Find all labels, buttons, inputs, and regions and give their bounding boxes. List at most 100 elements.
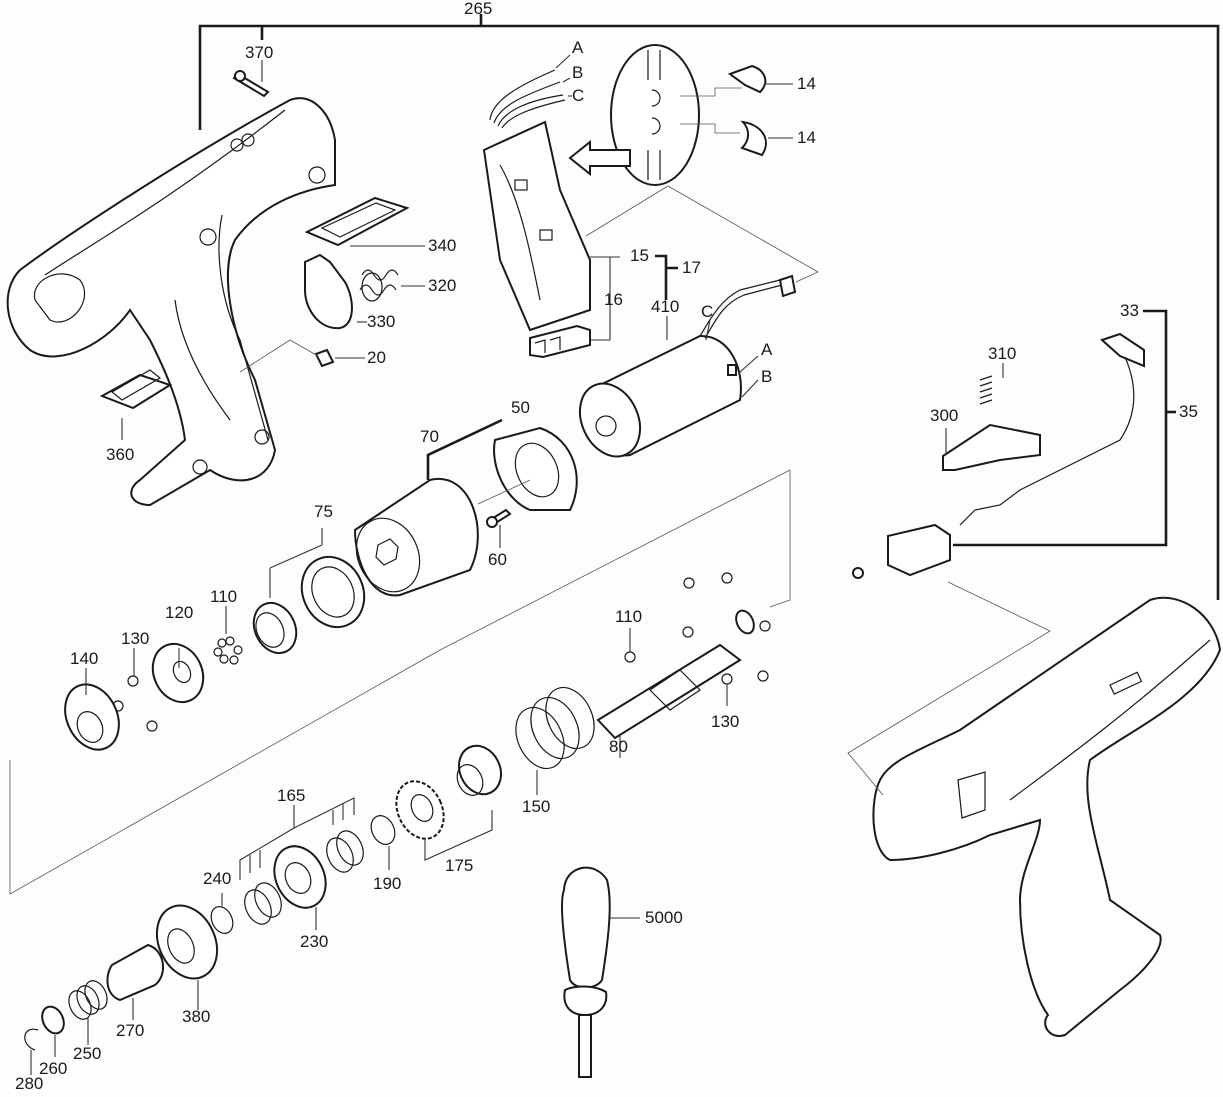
bracket-35 bbox=[953, 309, 1168, 547]
drawing-stroke bbox=[244, 889, 272, 925]
label-5000: 5000 bbox=[645, 908, 683, 927]
label-17: 17 bbox=[682, 258, 701, 277]
part-20-sleeve bbox=[239, 339, 365, 373]
drawing-stroke bbox=[219, 654, 229, 664]
drawing-stroke bbox=[234, 70, 246, 82]
part-340-cover-plate bbox=[304, 196, 425, 247]
drawing-stroke bbox=[233, 645, 243, 655]
label-120: 120 bbox=[165, 603, 194, 622]
part-75-ring bbox=[300, 555, 366, 629]
label-15: 15 bbox=[630, 246, 649, 265]
bracket-75 bbox=[269, 528, 323, 598]
drawing-stroke bbox=[199, 228, 217, 246]
part-110-balls bbox=[213, 606, 243, 665]
part-370-screw bbox=[232, 60, 270, 98]
part-14-contact-cap-upper bbox=[727, 64, 793, 94]
label-14-lower: 14 bbox=[797, 128, 816, 147]
drawing-stroke bbox=[210, 906, 234, 934]
drawing-stroke bbox=[624, 651, 636, 663]
drawing-stroke bbox=[534, 336, 561, 353]
part-270-adjusting-sleeve bbox=[106, 943, 164, 1020]
detail-view-contacts bbox=[568, 44, 742, 186]
leader-left-frame bbox=[9, 469, 791, 895]
drawing-stroke bbox=[651, 89, 661, 135]
drawing-stroke bbox=[530, 696, 580, 760]
part-50-motor-flange bbox=[493, 426, 578, 511]
drawing-stroke bbox=[375, 538, 399, 566]
drawing-stroke bbox=[872, 596, 1222, 1037]
label-300: 300 bbox=[930, 406, 959, 425]
part-320-spring bbox=[359, 269, 425, 302]
drawing-stroke bbox=[740, 120, 767, 157]
drawing-stroke bbox=[979, 375, 993, 405]
leader-motor-cable bbox=[585, 185, 819, 283]
label-16: 16 bbox=[604, 290, 623, 309]
label-70: 70 bbox=[420, 427, 439, 446]
part-240-retaining-ring bbox=[210, 893, 234, 934]
label-340: 340 bbox=[428, 236, 457, 255]
leader-right-housing bbox=[847, 581, 1051, 796]
drawing-stroke bbox=[304, 253, 353, 330]
drawing-stroke bbox=[578, 382, 642, 458]
label-110-balls: 110 bbox=[210, 587, 238, 606]
drawing-stroke bbox=[759, 620, 771, 632]
drawing-stroke bbox=[192, 459, 208, 475]
label-pcb-wire-a: A bbox=[572, 38, 584, 57]
right-housing-half bbox=[872, 596, 1222, 1037]
drawing-stroke bbox=[563, 985, 608, 1017]
bracket-265 bbox=[198, 24, 1220, 600]
bracket-165 bbox=[239, 797, 355, 880]
drawing-stroke bbox=[410, 794, 434, 822]
bracket-17 bbox=[655, 254, 678, 300]
label-240: 240 bbox=[203, 869, 232, 888]
part-300-slide bbox=[942, 423, 1041, 471]
label-80: 80 bbox=[609, 737, 628, 756]
label-60: 60 bbox=[488, 550, 507, 569]
drawing-stroke bbox=[76, 985, 100, 1015]
drawing-stroke bbox=[649, 669, 701, 711]
drawing-stroke bbox=[225, 636, 235, 646]
arrow-icon bbox=[568, 139, 631, 177]
label-280: 280 bbox=[15, 1074, 44, 1093]
drawing-stroke bbox=[370, 815, 396, 845]
drawing-stroke bbox=[167, 928, 195, 964]
drawing-stroke bbox=[155, 904, 219, 980]
drawing-stroke bbox=[127, 675, 139, 687]
drawing-stroke bbox=[217, 638, 227, 648]
drawing-stroke bbox=[699, 279, 783, 339]
label-motor-wire-b: B bbox=[761, 367, 773, 386]
drawing-stroke bbox=[482, 120, 591, 332]
drawing-stroke bbox=[680, 87, 742, 134]
drawing-stroke bbox=[229, 655, 239, 665]
drawing-stroke bbox=[887, 523, 951, 577]
label-190: 190 bbox=[373, 874, 402, 893]
label-165: 165 bbox=[277, 786, 306, 805]
drawing-stroke bbox=[314, 348, 335, 368]
drawing-stroke bbox=[353, 477, 479, 597]
drawing-stroke bbox=[308, 166, 326, 184]
drawing-stroke bbox=[304, 196, 410, 247]
drawing-stroke bbox=[959, 356, 1135, 526]
label-320: 320 bbox=[428, 276, 457, 295]
drawing-stroke bbox=[486, 516, 498, 528]
drawing-stroke bbox=[727, 64, 767, 94]
drawing-stroke bbox=[395, 780, 445, 840]
drawing-stroke bbox=[721, 673, 733, 685]
part-80-spindle bbox=[596, 572, 771, 758]
drawing-stroke bbox=[230, 138, 244, 152]
part-330-switch-button bbox=[304, 253, 367, 330]
part-120-clutch-disc bbox=[151, 642, 205, 704]
drawing-stroke bbox=[24, 1028, 39, 1051]
drawing-stroke bbox=[106, 943, 164, 1002]
part-280-retaining-ring bbox=[24, 1028, 39, 1075]
drawing-stroke bbox=[33, 273, 86, 323]
leader-15-16 bbox=[590, 256, 620, 341]
part-16-connector bbox=[529, 324, 591, 359]
drawing-stroke bbox=[110, 369, 162, 401]
part-260-washer bbox=[41, 1005, 65, 1057]
drawing-stroke bbox=[254, 882, 282, 918]
drawing-stroke bbox=[64, 683, 120, 751]
part-165-springs bbox=[244, 830, 364, 925]
drawing-stroke bbox=[578, 1014, 592, 1078]
